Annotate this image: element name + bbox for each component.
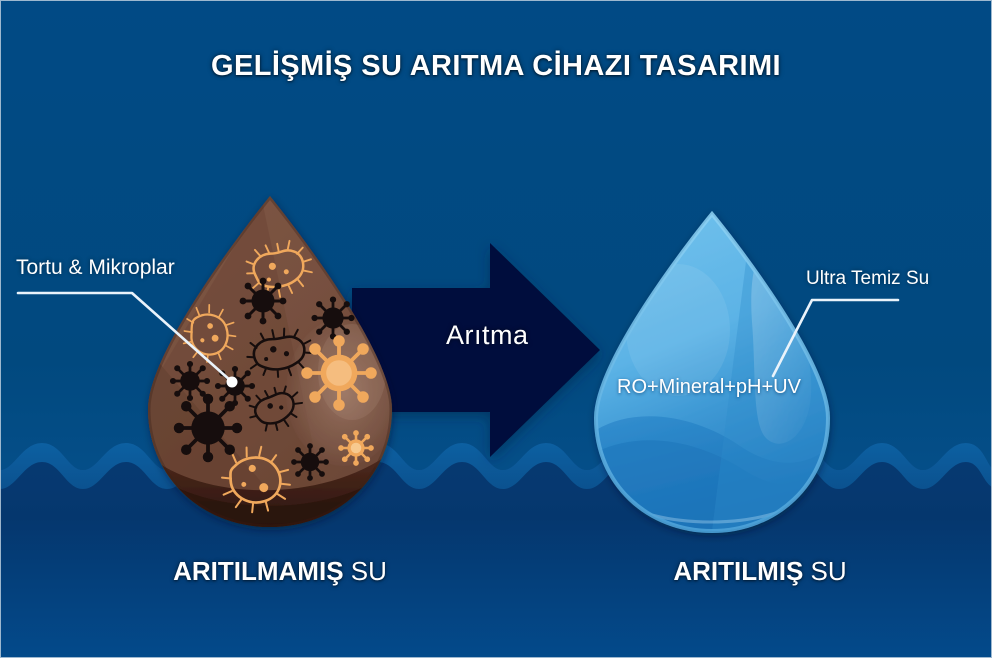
clean-droplet-inner-label: RO+Mineral+pH+UV bbox=[617, 376, 801, 398]
callout-line-clean bbox=[771, 298, 900, 378]
clean-water-droplet bbox=[593, 210, 831, 534]
callout-label-dirty: Tortu & Mikroplar bbox=[16, 256, 175, 279]
arrow-label: Arıtma bbox=[446, 320, 529, 350]
callout-line-dirty bbox=[16, 291, 238, 388]
callout-label-clean: Ultra Temiz Su bbox=[806, 268, 930, 289]
caption-clean-water: ARITILMIŞ SU bbox=[540, 556, 980, 587]
germ-virus-dark-icon bbox=[291, 443, 329, 481]
germ-amoeba-orange-icon bbox=[220, 445, 291, 514]
page-title: GELİŞMİŞ SU ARITMA CİHAZI TASARIMI bbox=[211, 50, 781, 82]
germ-virus-orange-large-icon bbox=[301, 335, 377, 411]
germ-amoeba-dark-icon bbox=[248, 385, 304, 432]
germ-virus-dark-large-icon bbox=[173, 393, 243, 463]
water-wave-band bbox=[0, 443, 992, 658]
caption-dirty-light: SU bbox=[350, 556, 387, 586]
germ-cluster bbox=[169, 239, 377, 514]
caption-dirty-strong: ARITILMAMIŞ bbox=[173, 556, 344, 586]
caption-clean-strong: ARITILMIŞ bbox=[673, 556, 804, 586]
clean-droplet-highlight bbox=[751, 252, 812, 444]
germ-virus-orange-icon bbox=[338, 430, 374, 466]
germ-virus-dark-icon bbox=[169, 360, 211, 402]
dirty-water-droplet bbox=[148, 196, 392, 527]
caption-clean-light: SU bbox=[810, 556, 847, 586]
process-arrow bbox=[352, 243, 600, 457]
caption-dirty-water: ARITILMAMIŞ SU bbox=[0, 556, 560, 587]
clean-droplet-rim bbox=[593, 210, 831, 534]
germ-amoeba-dark-icon bbox=[246, 327, 314, 378]
germ-virus-dark-icon bbox=[239, 277, 287, 325]
germ-virus-dark-icon bbox=[311, 296, 355, 340]
